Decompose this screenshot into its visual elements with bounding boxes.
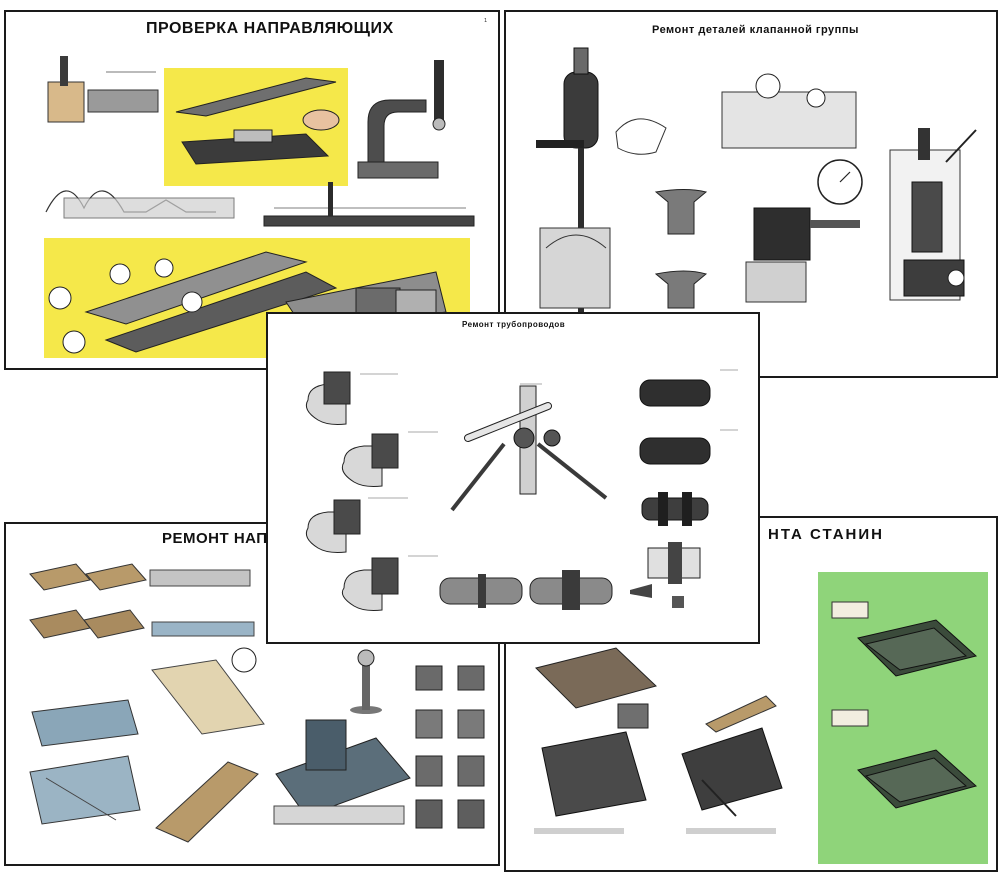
poster-title: Ремонт деталей клапанной группы bbox=[652, 24, 859, 36]
poster-beds-repair-illustration bbox=[534, 572, 988, 864]
poster-guides-check: ПРОВЕРКА НАПРАВЛЯЮЩИХ 1 bbox=[4, 10, 500, 370]
poster-pipelines-illustration bbox=[305, 369, 738, 611]
poster-page-number: 1 bbox=[484, 18, 488, 24]
poster-guides-repair-illustration bbox=[29, 563, 485, 843]
poster-title: РЕМОНТ НАПР bbox=[162, 530, 279, 547]
poster-pipelines-repair: Ремонт трубопроводов bbox=[266, 312, 760, 644]
poster-title: НТА СТАНИН bbox=[768, 526, 885, 543]
poster-title: ПРОВЕРКА НАПРАВЛЯЮЩИХ bbox=[146, 20, 394, 37]
poster-guides-repair: РЕМОНТ НАПР bbox=[4, 522, 500, 866]
poster-valve-group-illustration bbox=[536, 47, 977, 318]
poster-title: Ремонт трубопроводов bbox=[462, 320, 566, 329]
poster-guides-check-illustration bbox=[44, 56, 475, 358]
